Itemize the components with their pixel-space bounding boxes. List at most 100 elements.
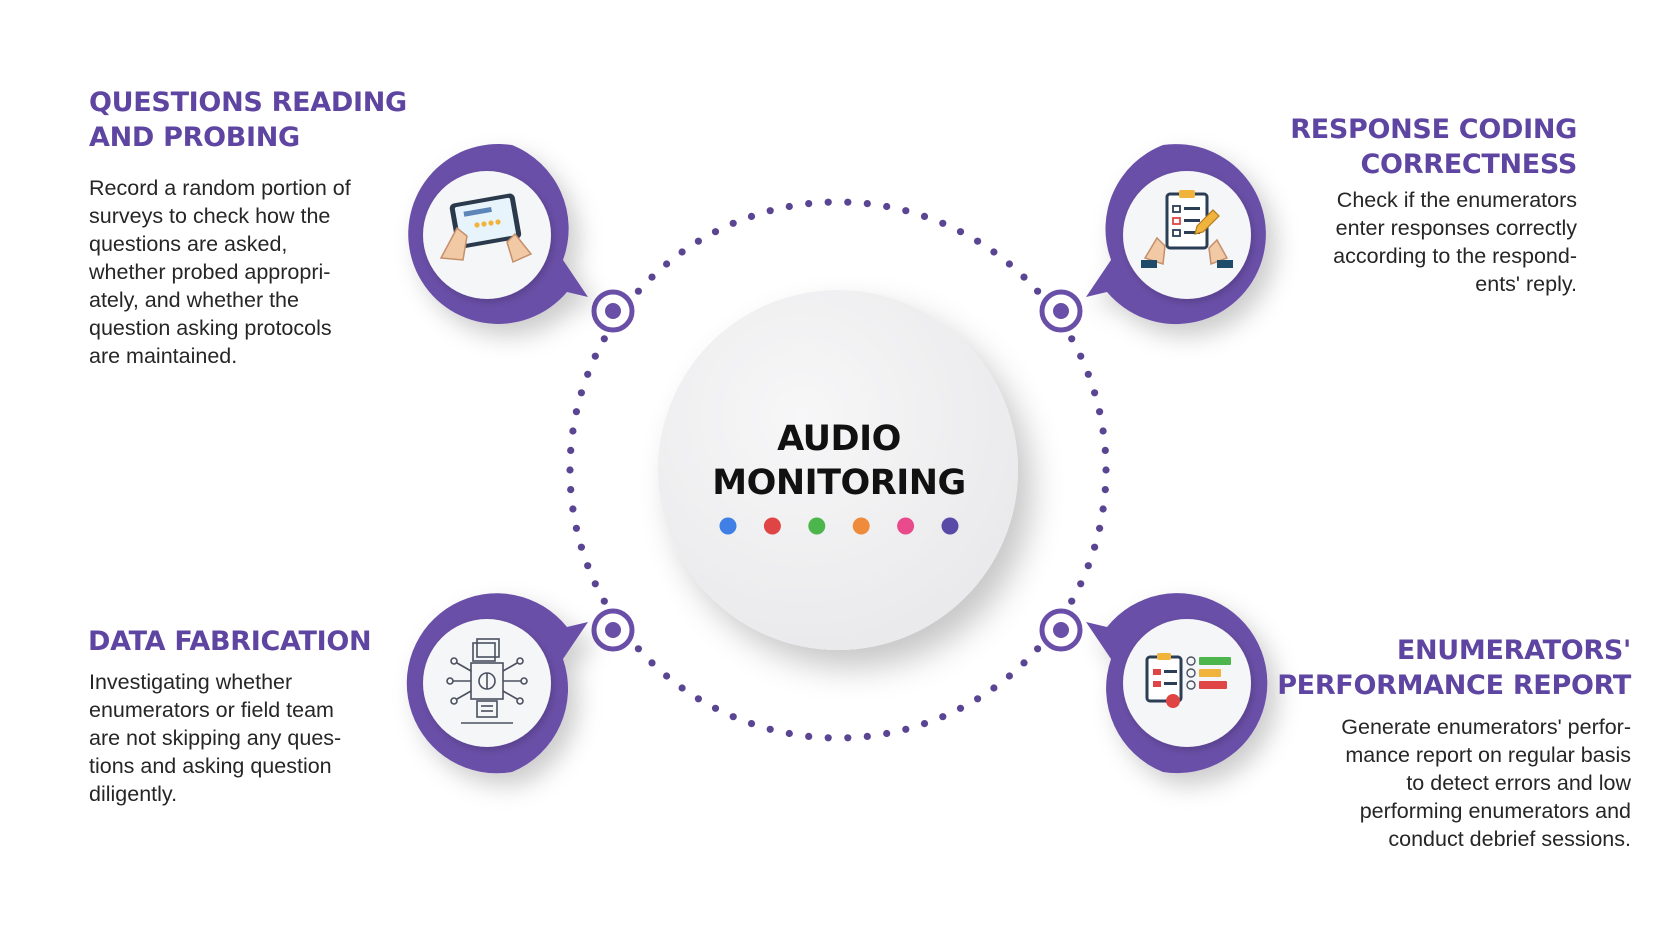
desc-line: ents' reply. <box>1475 272 1577 296</box>
ring-dot <box>567 486 575 494</box>
ring-dot <box>883 202 891 211</box>
heading-data-fabrication: DATA FABRICATION <box>88 624 468 659</box>
ring-dot <box>729 713 737 721</box>
ring-dot <box>990 248 998 256</box>
ring-dot <box>584 562 592 570</box>
desc-line: Generate enumerators' perfor- <box>1341 715 1631 739</box>
desc-line: mance report on regular basis <box>1345 743 1631 767</box>
connector-node-bottom-right <box>1039 608 1083 652</box>
center-circle <box>658 290 1018 650</box>
performance-report-icon <box>1145 653 1231 708</box>
color-dot <box>852 517 870 535</box>
ring-dot <box>572 524 581 532</box>
ring-dot <box>634 287 643 295</box>
desc-line: diligently. <box>89 782 178 806</box>
desc-line: according to the respond- <box>1333 244 1577 268</box>
ring-dot <box>805 200 813 208</box>
document-network-icon <box>446 638 528 724</box>
ring-dot <box>1091 543 1099 551</box>
ring-dot <box>1099 505 1107 513</box>
heading-line: AND PROBING <box>89 122 300 153</box>
ring-dot <box>1034 645 1042 653</box>
desc-line: question asking protocols <box>89 316 332 340</box>
ring-dot <box>1084 562 1092 570</box>
connector-node-top-left <box>591 289 635 333</box>
heading-line: CORRECTNESS <box>1360 149 1578 180</box>
connector-node-bottom-left <box>591 608 635 652</box>
ring-dot <box>1084 370 1092 378</box>
ring-dot <box>1096 408 1104 416</box>
heading-performance-report: ENUMERATORS' PERFORMANCE REPORT <box>1200 633 1631 703</box>
desc-line: Check if the enumerators <box>1336 188 1577 212</box>
ring-dot <box>824 734 832 742</box>
ring-dot <box>1077 580 1085 588</box>
ring-dot <box>785 729 793 738</box>
ring-dot <box>1005 672 1014 680</box>
ring-dot <box>634 645 643 653</box>
ring-dot <box>844 734 852 742</box>
ring-dot <box>785 202 793 211</box>
heading-line: PERFORMANCE REPORT <box>1277 670 1631 701</box>
color-dot <box>808 517 826 535</box>
checklist-clipboard-icon <box>1141 190 1233 268</box>
ring-dot <box>747 720 756 728</box>
desc-line: ately, and whether the <box>89 288 299 312</box>
ring-dot <box>591 580 599 588</box>
ring-dot <box>577 543 586 551</box>
ring-dot <box>678 684 686 692</box>
ring-dot <box>844 198 852 206</box>
heading-response-coding: RESPONSE CODING CORRECTNESS <box>1240 112 1577 182</box>
ring-dot <box>1091 389 1099 397</box>
heading-line: ENUMERATORS' <box>1396 635 1631 666</box>
desc-line: to detect errors and low <box>1406 771 1631 795</box>
ring-dot <box>1102 466 1110 474</box>
ring-dot <box>591 352 599 360</box>
ring-dot <box>600 597 608 605</box>
desc-performance-report: Generate enumerators' perfor- mance repo… <box>1260 713 1631 853</box>
desc-line: whether probed appropri- <box>89 260 331 284</box>
tablet-survey-icon <box>439 193 533 264</box>
desc-line: enter responses correctly <box>1335 216 1577 240</box>
color-dot <box>897 517 915 535</box>
color-dot <box>941 517 959 535</box>
color-dot <box>763 517 781 535</box>
center-title-line2: MONITORING <box>712 463 966 503</box>
connector-node-top-right <box>1039 289 1083 333</box>
desc-line: Record a random portion of <box>89 176 351 200</box>
dotted-ring <box>566 198 1110 742</box>
desc-line: surveys to check how the <box>89 204 331 228</box>
desc-line: performing enumerators and <box>1359 799 1631 823</box>
desc-data-fabrication: Investigating whether enumerators or fie… <box>89 668 389 808</box>
ring-dot <box>711 228 720 236</box>
ring-dot <box>569 427 577 435</box>
center-title: AUDIO MONITORING <box>661 417 1017 505</box>
ring-dot <box>694 695 703 703</box>
ring-dot <box>648 273 656 281</box>
ring-dot <box>956 228 965 236</box>
ring-dot <box>678 248 686 256</box>
ring-dot <box>974 695 982 703</box>
ring-dot <box>572 408 581 416</box>
heading-line: DATA FABRICATION <box>88 626 372 657</box>
ring-dot <box>766 207 774 215</box>
center-title-line1: AUDIO <box>777 419 901 459</box>
ring-dot <box>883 729 891 738</box>
desc-line: are maintained. <box>89 344 238 368</box>
ring-dot <box>1101 446 1109 454</box>
ring-dot <box>747 212 756 220</box>
ring-dot <box>1096 524 1104 532</box>
ring-dot <box>567 446 575 454</box>
ring-dot <box>1005 260 1014 268</box>
color-dot <box>719 517 737 535</box>
ring-dot <box>863 200 871 208</box>
ring-dot <box>663 672 671 680</box>
ring-dot <box>1101 486 1109 494</box>
heading-line: QUESTIONS READING <box>89 87 407 118</box>
ring-dot <box>939 219 947 227</box>
ring-dot <box>920 720 929 728</box>
ring-dot <box>902 725 910 733</box>
desc-line: enumerators or field team <box>89 698 334 722</box>
ring-dot <box>1034 287 1042 295</box>
ring-dot <box>990 684 998 692</box>
